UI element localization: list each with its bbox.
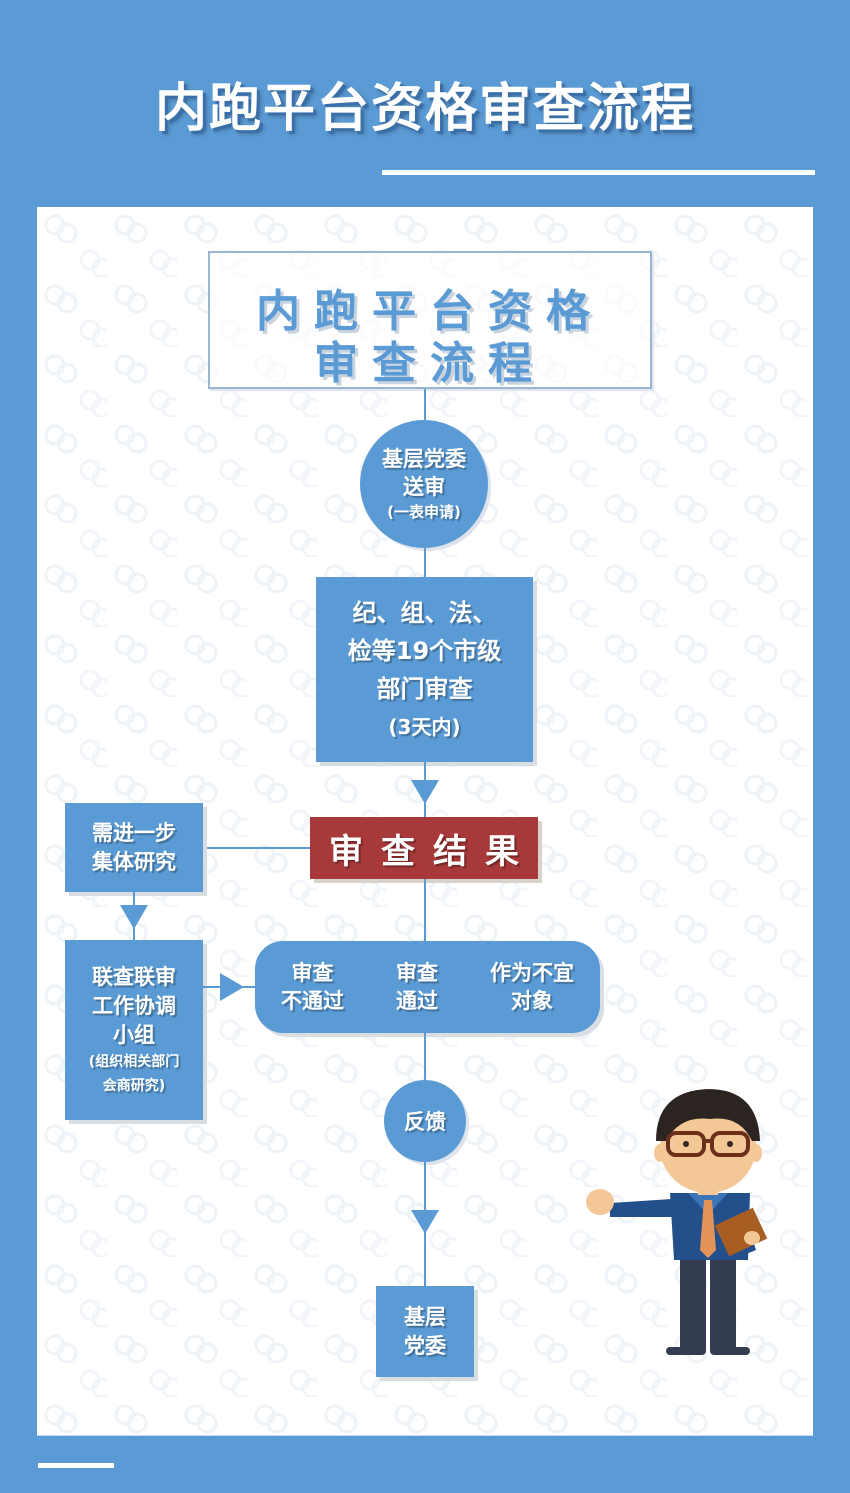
outcome-line: 作为不宜	[490, 961, 574, 985]
outcomes-bar: 审查 不通过 审查 通过 作为不宜 对象	[255, 941, 600, 1033]
step2-line1: 纪、组、法、	[352, 598, 497, 627]
side1-line2: 集体研究	[92, 849, 176, 874]
arrow-down-icon	[411, 780, 439, 804]
feedback-label: 反馈	[404, 1110, 446, 1134]
outcome-line: 对象	[511, 989, 553, 1013]
connector-line	[424, 1033, 426, 1081]
step-submit-circle: 基层党委 送审 (一表申请)	[360, 420, 488, 548]
final-line1: 基层	[404, 1304, 446, 1329]
outcome-approved: 审查 通过	[396, 959, 438, 1015]
step2-line4: (3天内)	[388, 714, 461, 739]
final-party-committee-box: 基层 党委	[376, 1286, 474, 1377]
side1-line1: 需进一步	[92, 820, 176, 845]
outcome-line: 不通过	[281, 989, 344, 1013]
joint-review-group-box: 联查联审 工作协调 小组 (组织相关部门 会商研究)	[65, 940, 203, 1120]
header-line-1: 内跑平台资格	[256, 286, 604, 337]
arrow-down-icon	[120, 905, 148, 929]
outcome-rejected: 审查 不通过	[281, 959, 344, 1015]
side2-line2: 工作协调	[92, 993, 176, 1018]
side2-line5: 会商研究)	[102, 1077, 166, 1094]
step2-line3: 部门审查	[376, 674, 473, 703]
arrow-down-icon	[411, 1210, 439, 1234]
header-line-2: 审查流程	[314, 338, 546, 389]
page-title: 内跑平台资格审查流程	[154, 79, 695, 139]
cartoon-man-illustration	[586, 1089, 768, 1355]
review-result-box: 审查结果	[310, 817, 538, 879]
connector-line	[424, 389, 426, 421]
header-box: 内跑平台资格 审查流程	[208, 251, 652, 389]
outcome-line: 审查	[396, 961, 438, 985]
connector-line	[203, 847, 310, 849]
connector-line	[424, 548, 426, 578]
step1-line3: (一表申请)	[387, 503, 461, 521]
step1-line1: 基层党委	[382, 447, 466, 471]
further-study-box: 需进一步 集体研究	[65, 803, 203, 892]
final-line2: 党委	[404, 1333, 446, 1358]
side2-line1: 联查联审	[92, 964, 176, 989]
outcome-line: 审查	[291, 961, 334, 985]
step2-line2: 检等19个市级	[347, 636, 502, 665]
step-department-review-box: 纪、组、法、 检等19个市级 部门审查 (3天内)	[316, 577, 533, 762]
arrow-right-icon	[220, 973, 244, 1001]
connector-line	[424, 879, 426, 941]
side2-line4: (组织相关部门	[88, 1053, 180, 1070]
side2-line3: 小组	[113, 1022, 155, 1047]
footer-divider	[38, 1463, 114, 1468]
feedback-circle: 反馈	[384, 1080, 466, 1162]
step1-line2: 送审	[403, 475, 445, 499]
outcome-line: 通过	[396, 989, 438, 1013]
title-divider	[382, 170, 815, 175]
outcome-unsuitable: 作为不宜 对象	[490, 959, 574, 1015]
